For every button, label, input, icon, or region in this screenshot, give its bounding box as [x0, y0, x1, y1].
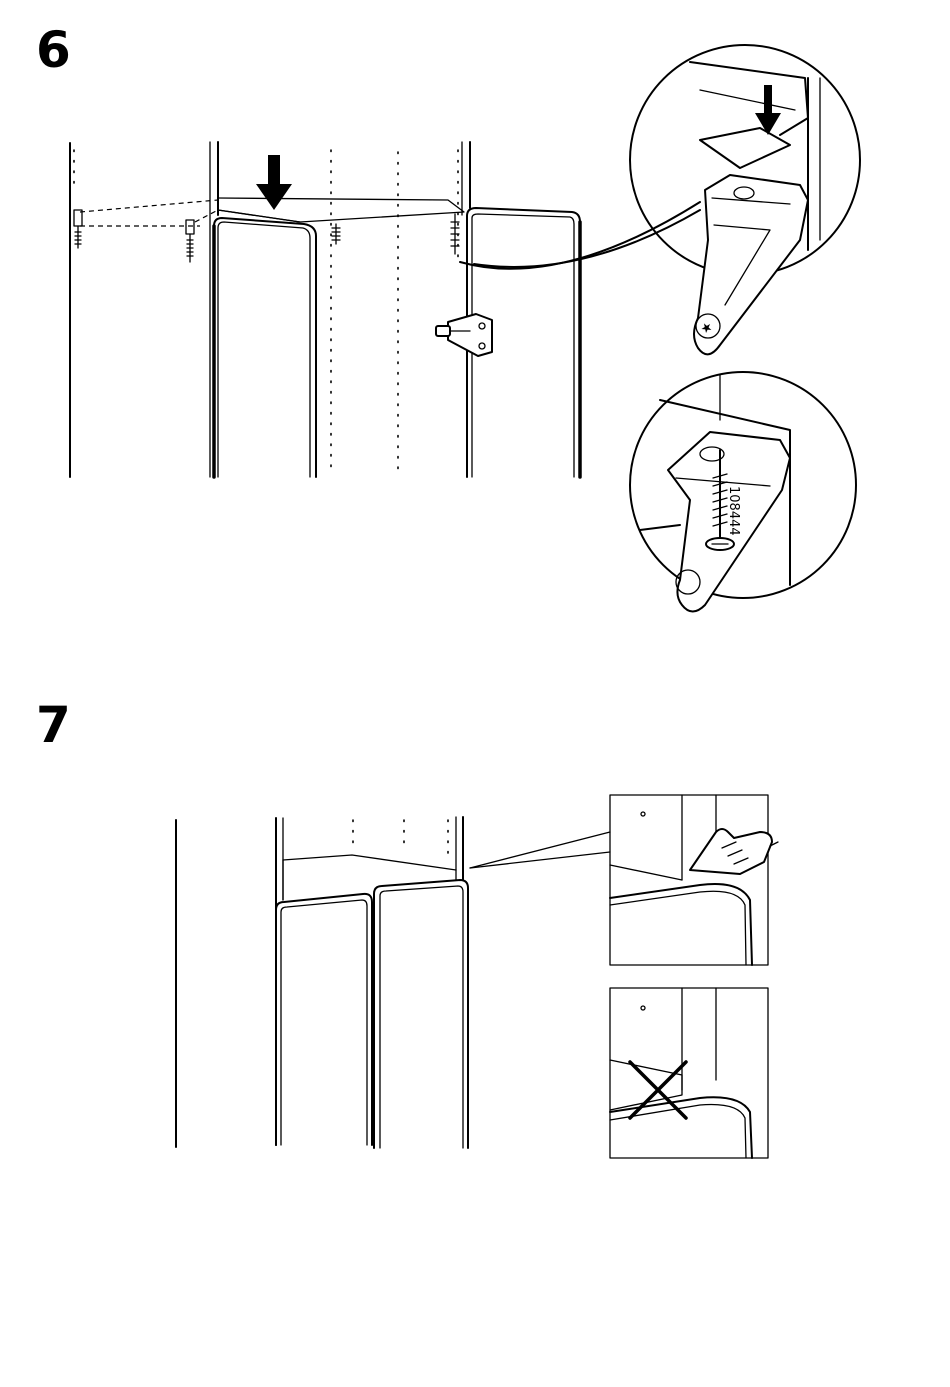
detail-wrong — [610, 988, 768, 1158]
left-door — [276, 894, 372, 1145]
detail-bracket-screw: 108444 — [630, 372, 856, 612]
screw-icon — [332, 214, 459, 254]
detail-bracket-insert: ★ — [630, 45, 860, 354]
step-6-cabinet — [70, 142, 700, 477]
pointing-hand-icon — [690, 829, 778, 874]
shelf-pin-icon — [74, 210, 194, 262]
left-door — [214, 218, 316, 477]
step-7-cabinet — [176, 817, 610, 1148]
shelf — [218, 198, 464, 222]
detail-correct — [610, 795, 778, 965]
right-door — [374, 880, 468, 1148]
down-arrow-icon — [256, 155, 292, 210]
screw-code: 108444 — [726, 486, 741, 536]
shelf-guide-lines — [80, 200, 218, 226]
hinge-icon — [436, 314, 492, 356]
